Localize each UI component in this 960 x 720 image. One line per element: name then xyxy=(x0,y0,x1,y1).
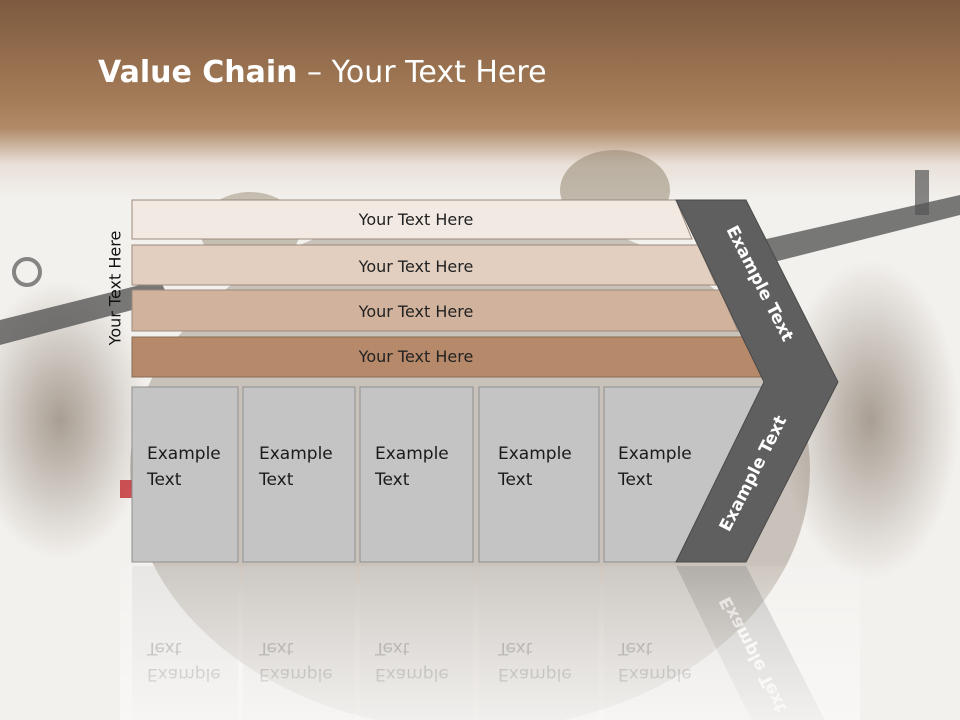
row-label-4: Your Text Here xyxy=(358,347,474,366)
column-box-2 xyxy=(242,386,356,563)
column-label-5-line1: Example xyxy=(618,444,692,464)
row-label-2: Your Text Here xyxy=(358,257,474,276)
column-label-3-line1: Example xyxy=(375,444,449,464)
reflection: Example Text Example Text Example Text E… xyxy=(120,566,860,720)
header-band xyxy=(0,0,960,200)
column-label-3-line2: Text xyxy=(374,470,410,490)
column-box-3 xyxy=(359,386,474,563)
column-label-2-line1: Example xyxy=(259,444,333,464)
title-bold: Value Chain xyxy=(98,55,298,90)
row-label-3: Your Text Here xyxy=(358,302,474,321)
row-label-1: Your Text Here xyxy=(358,210,474,229)
row-bar: Your Text Here xyxy=(131,199,693,240)
column-label-1-line2: Text xyxy=(146,470,182,490)
title-rest: – Your Text Here xyxy=(297,55,547,90)
column-label-1-line1: Example xyxy=(147,444,221,464)
row-bar-3 xyxy=(131,289,739,332)
column-label-5-line2: Text xyxy=(617,470,653,490)
slide-title: Value Chain – Your Text Here xyxy=(98,55,547,90)
column-box-1 xyxy=(131,386,239,563)
column-label-4-line2: Text xyxy=(497,470,533,490)
column-boxes xyxy=(131,386,763,563)
column-label-4-line1: Example xyxy=(498,444,572,464)
row-bar-2 xyxy=(131,244,717,286)
row-bar-1 xyxy=(131,199,693,240)
column-box-4 xyxy=(478,386,600,563)
column-label-2-line2: Text xyxy=(258,470,294,490)
chevron-arrow xyxy=(675,199,839,563)
column-labels: Example Text Example Text Example Text E… xyxy=(146,444,692,490)
